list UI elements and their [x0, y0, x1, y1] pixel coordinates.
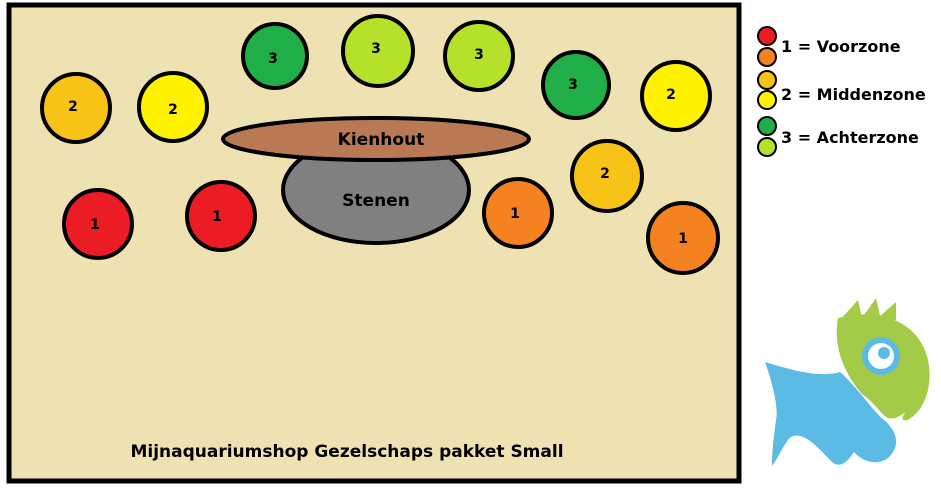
- plant-marker: [241, 22, 309, 90]
- legend-swatch-lime: [757, 137, 777, 157]
- plant-marker: [640, 60, 712, 132]
- plant-marker: [62, 188, 134, 260]
- legend-swatch-yellow: [757, 90, 777, 110]
- legend: 1 = Voorzone 2 = Middenzone 3 = Achterzo…: [757, 26, 926, 157]
- fish-tail-shape: [765, 362, 789, 466]
- plant-marker: [40, 72, 112, 144]
- plant-circle: 2: [640, 60, 712, 132]
- legend-item-voorzone: 1 = Voorzone: [781, 37, 901, 56]
- plant-circle: 2: [40, 72, 112, 144]
- plant-marker: [341, 14, 415, 88]
- plant-zone-number: 1: [90, 217, 100, 233]
- plant-marker: [541, 50, 611, 120]
- plant-zone-number: 3: [268, 51, 278, 67]
- plant-circle: 1: [185, 180, 257, 252]
- legend-item-achterzone: 3 = Achterzone: [781, 128, 919, 147]
- plant-circle: 3: [341, 14, 415, 88]
- fish-body-shape: [765, 362, 897, 466]
- plant-zone-number: 2: [600, 166, 610, 182]
- stones-label: Stenen: [342, 191, 410, 211]
- plant-circle: 3: [443, 20, 515, 92]
- legend-swatch-dark-green: [757, 116, 777, 136]
- plant-marker: [443, 20, 515, 92]
- driftwood-shape: [221, 116, 531, 162]
- plant-marker: [570, 139, 644, 213]
- plant-circle: 1: [646, 201, 720, 275]
- plant-zone-number: 2: [666, 87, 676, 103]
- plant-circle: 2: [570, 139, 644, 213]
- legend-swatch-red: [757, 26, 777, 46]
- legend-item-middenzone: 2 = Middenzone: [781, 85, 926, 104]
- fish-logo: [765, 298, 930, 466]
- legend-swatch-amber: [757, 70, 777, 90]
- plant-zone-number: 2: [168, 102, 178, 118]
- plant-zone-number: 1: [510, 206, 520, 222]
- plant-zone-number: 3: [474, 47, 484, 63]
- plant-zone-number: 1: [678, 231, 688, 247]
- plant-marker: [482, 177, 554, 249]
- fish-spike-shape: [840, 298, 896, 320]
- diagram-title: Mijnaquariumshop Gezelschaps pakket Smal…: [130, 442, 563, 462]
- legend-swatch-orange: [757, 47, 777, 67]
- plant-circle: 2: [137, 71, 209, 143]
- plant-zone-number: 3: [568, 77, 578, 93]
- plant-zone-number: 3: [371, 41, 381, 57]
- plant-circle: 3: [241, 22, 309, 90]
- plant-circle: 1: [62, 188, 134, 260]
- plant-group: 2 2 3 3 3 3 2 1 1 1 2 1: [40, 14, 720, 275]
- plant-marker: [137, 71, 209, 143]
- plant-circle: 1: [482, 177, 554, 249]
- plant-marker: [185, 180, 257, 252]
- plant-zone-number: 2: [68, 99, 78, 115]
- plant-marker: [646, 201, 720, 275]
- plant-circle: 3: [541, 50, 611, 120]
- plant-zone-number: 1: [212, 209, 222, 225]
- fish-pupil: [878, 347, 890, 359]
- driftwood-label: Kienhout: [338, 130, 425, 150]
